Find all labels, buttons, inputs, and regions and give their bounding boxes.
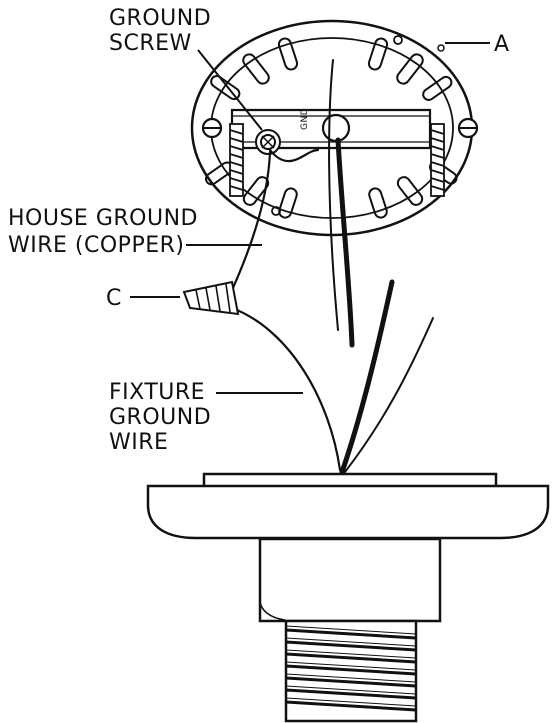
ground-screw-label-line2: SCREW bbox=[109, 31, 192, 56]
fixture-ground-wire-label-line2: GROUND bbox=[109, 405, 211, 430]
mounting-plate: GND bbox=[190, 19, 479, 237]
fixture-ground-wire-label-line3: WIRE bbox=[109, 430, 168, 455]
house-ground-wire-label-line1: HOUSE GROUND bbox=[8, 206, 198, 231]
threaded-stud-left bbox=[229, 123, 244, 197]
house-ground-wire-label-line2: WIRE (COPPER) bbox=[8, 233, 184, 258]
ground-screw-leader bbox=[197, 49, 263, 131]
plate-callout-label: A bbox=[494, 32, 510, 57]
callout-labels: GROUND SCREW A HOUSE GROUND WIRE (COPPER… bbox=[8, 6, 510, 455]
fixture-canopy bbox=[146, 472, 550, 723]
fixture-wire-black bbox=[339, 279, 395, 475]
wire-nut-callout-label: C bbox=[106, 286, 122, 311]
wire-nut bbox=[182, 280, 240, 316]
ground-screw-label-line1: GROUND bbox=[109, 6, 211, 31]
fixture-ground-wire bbox=[230, 306, 342, 472]
ground-screw bbox=[255, 129, 281, 155]
socket-neck-taper bbox=[259, 540, 286, 621]
wires bbox=[230, 59, 436, 475]
house-ground-wire bbox=[230, 148, 320, 292]
socket-neck bbox=[258, 537, 442, 623]
center-hole bbox=[321, 113, 351, 143]
house-supply-wire-black bbox=[335, 137, 355, 348]
leader-lines bbox=[130, 42, 490, 394]
gnd-marking: GND bbox=[300, 108, 310, 130]
mounting-screw-right bbox=[457, 117, 479, 139]
threaded-stud-right bbox=[430, 123, 445, 197]
threaded-socket bbox=[284, 619, 418, 723]
house-supply-wire-white bbox=[328, 59, 339, 331]
fixture-ground-wire-label-line1: FIXTURE bbox=[109, 380, 205, 405]
mounting-screw-left bbox=[201, 117, 223, 139]
fixture-wire-white bbox=[344, 317, 434, 473]
